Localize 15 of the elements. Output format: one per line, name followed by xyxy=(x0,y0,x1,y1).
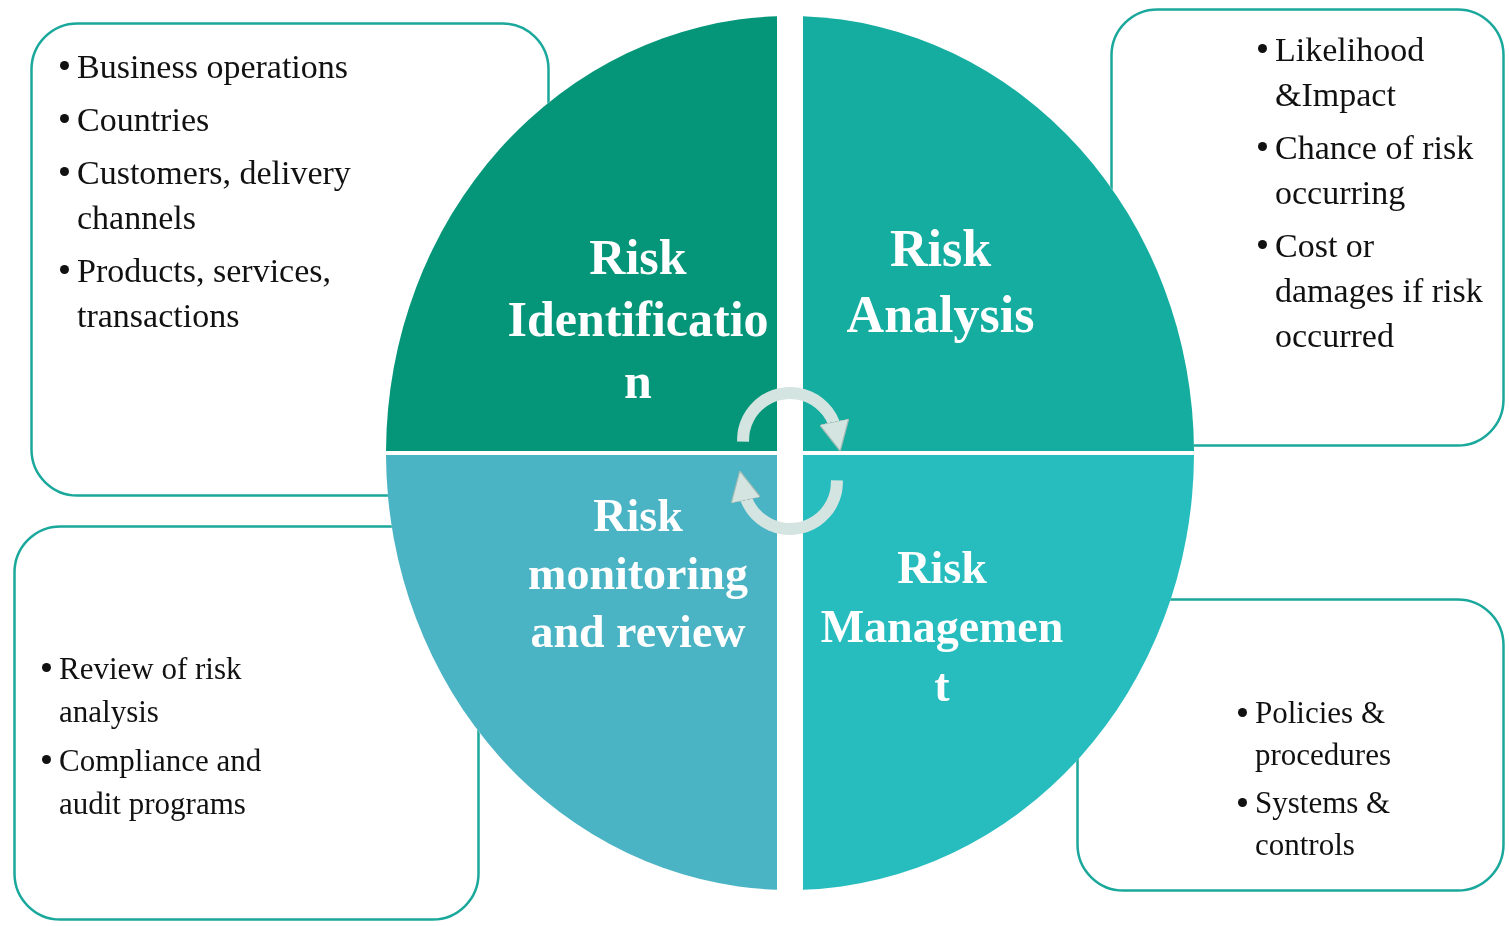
bullet-item: Systems & controls xyxy=(1236,782,1476,866)
bullet-item: Countries xyxy=(58,97,378,142)
quadrant-label: Risk Management xyxy=(819,541,1065,713)
bullet-item: Review of risk analysis xyxy=(40,647,330,733)
bullet-item: Compliance and audit programs xyxy=(40,739,330,825)
bullet-item: Policies & procedures xyxy=(1236,692,1476,776)
bullet-item: Customers, delivery channels xyxy=(58,150,378,240)
bullet-item: Likelihood &Impact xyxy=(1256,27,1496,117)
bullet-item: Cost or damages if risk occurred xyxy=(1256,223,1496,358)
bullet-item: Chance of risk occurring xyxy=(1256,125,1496,215)
quadrant-label: Risk Identification xyxy=(507,228,769,411)
quadrant-label: Risk monitoring and review xyxy=(527,489,749,659)
quadrant-label: Risk Analysis xyxy=(845,219,1036,345)
bullet-item: Business operations xyxy=(58,44,378,89)
bullet-item: Products, services, transactions xyxy=(58,248,378,338)
